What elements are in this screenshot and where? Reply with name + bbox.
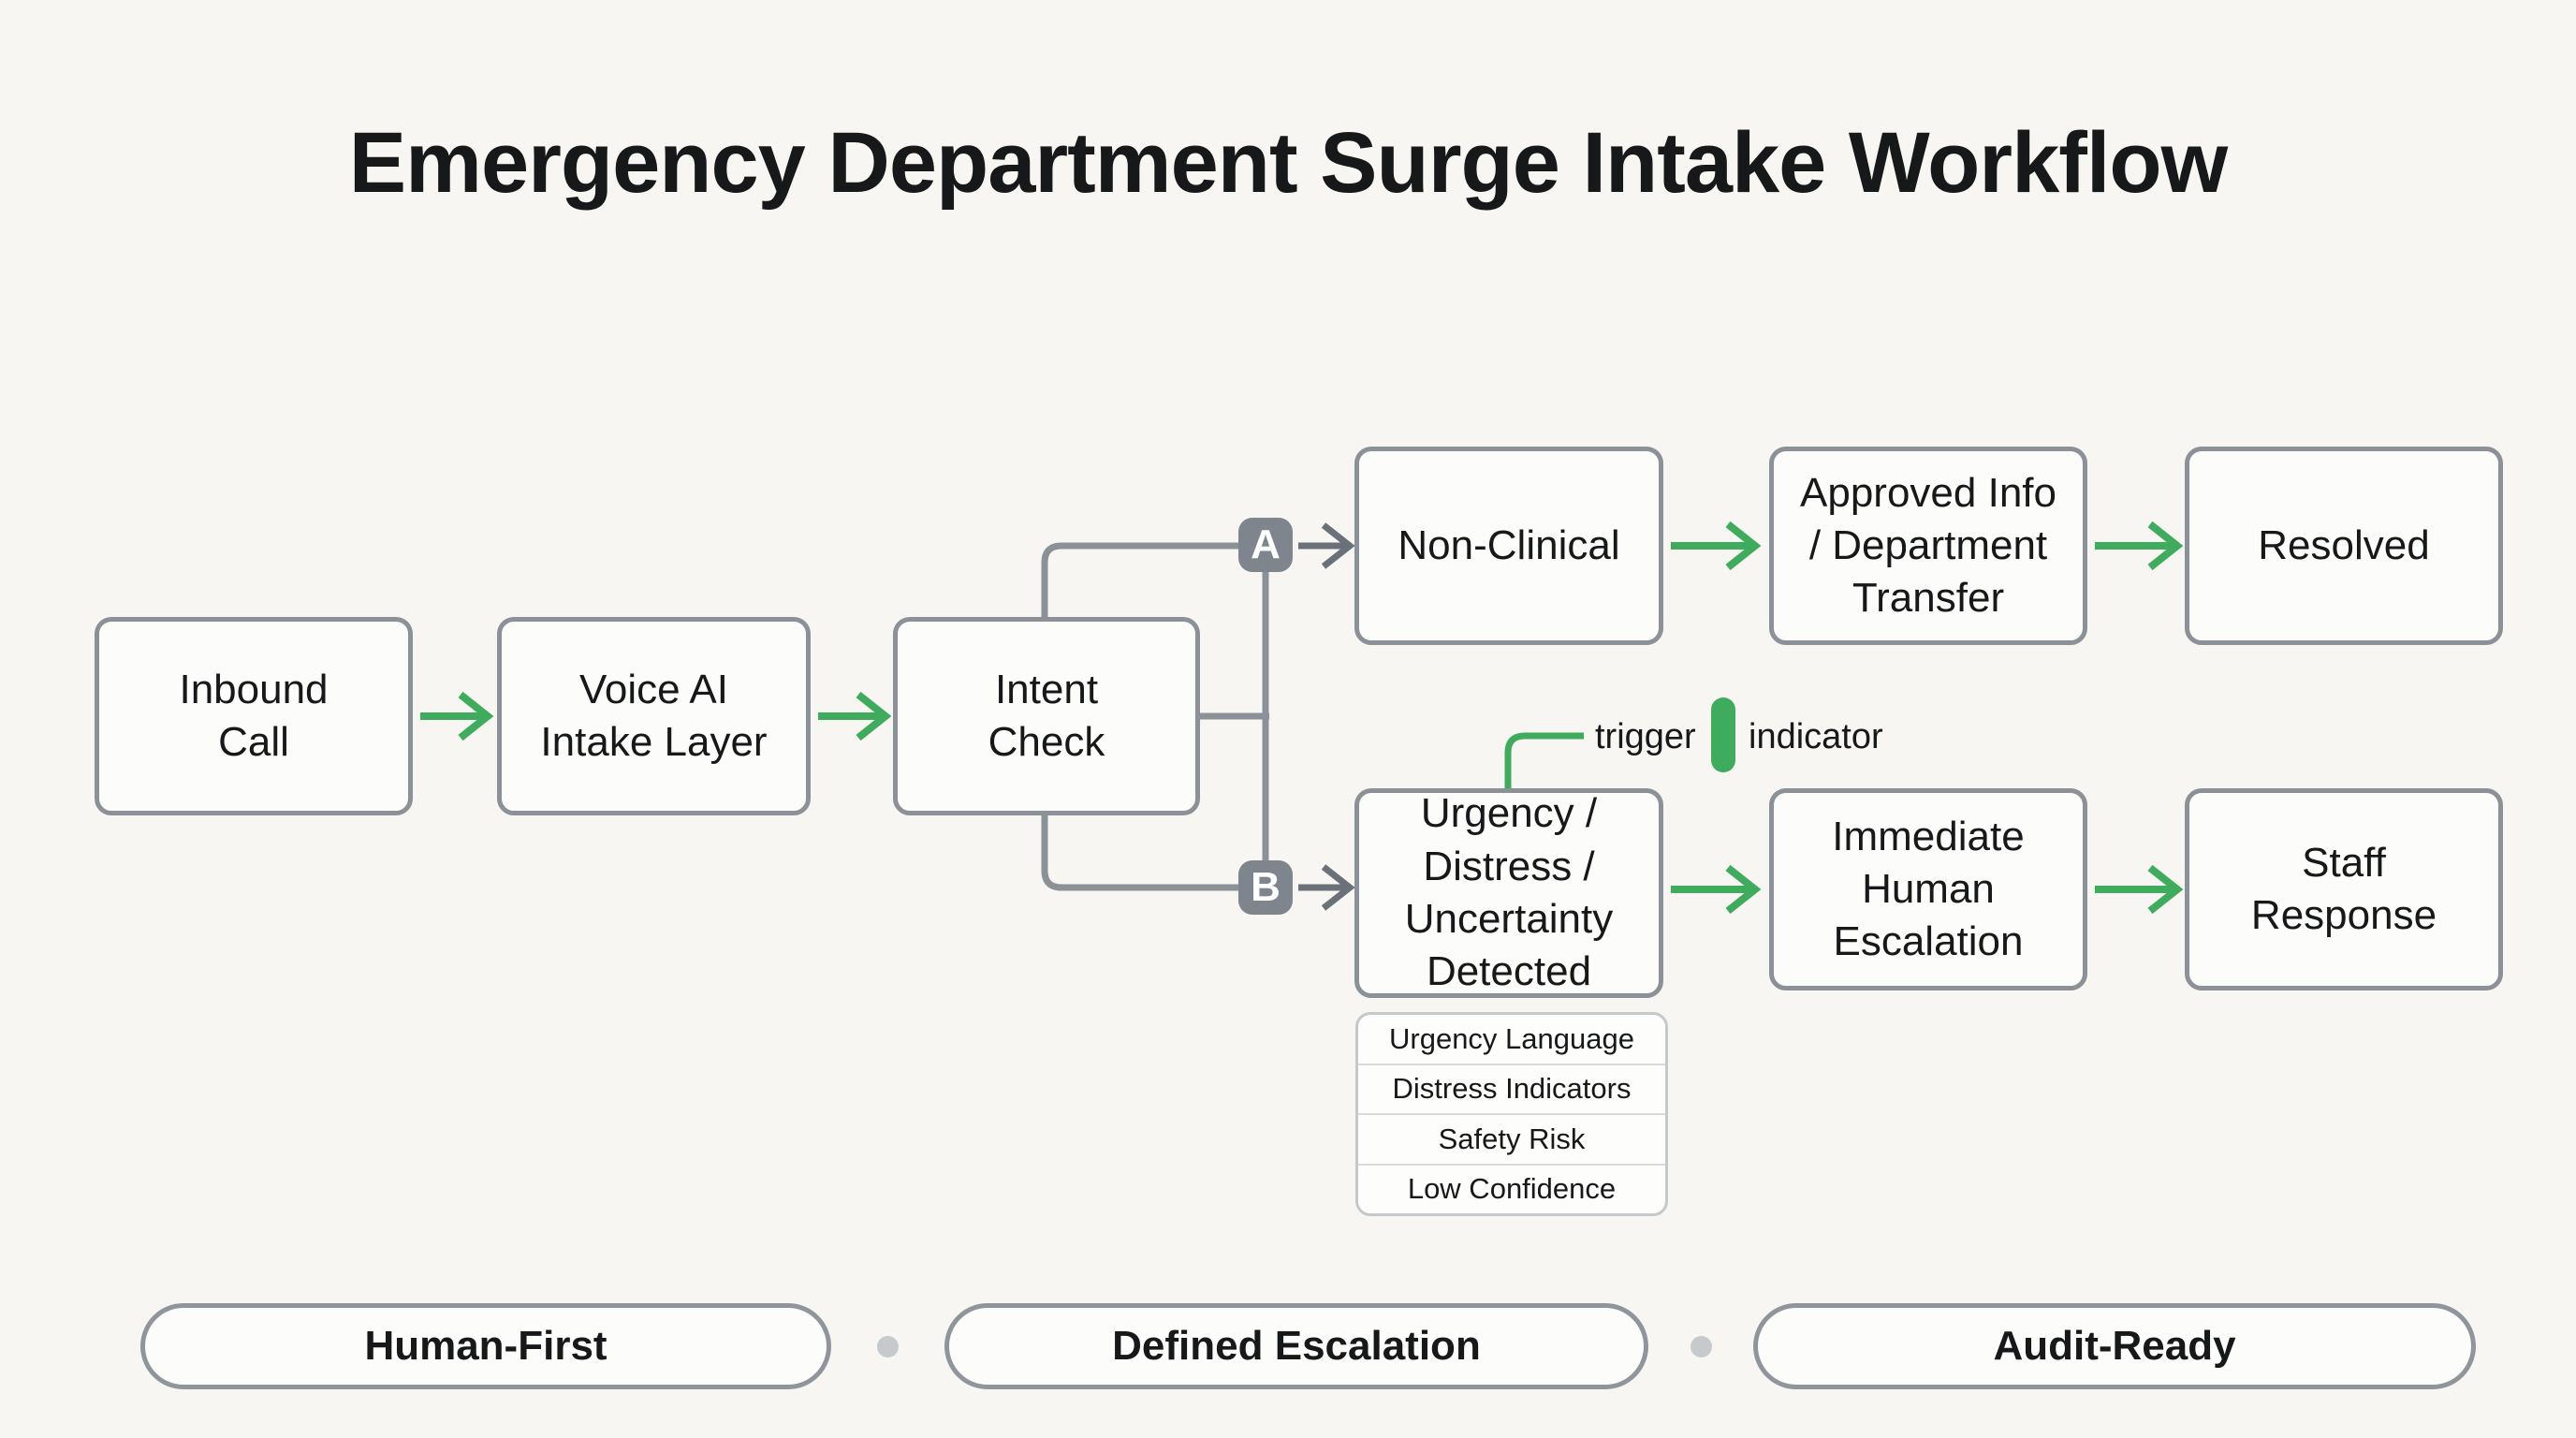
branch-b-badge: B: [1238, 860, 1293, 915]
footer-pill-defined-escalation: Defined Escalation: [944, 1303, 1648, 1389]
node-resolved-label: Resolved: [2258, 521, 2430, 568]
indicator-label: indicator: [1749, 717, 1883, 756]
branch-connectors: [1041, 542, 1269, 891]
arrow-approved-to-resolved-icon: [2095, 521, 2184, 571]
node-resolved: Resolved: [2185, 447, 2503, 645]
node-non-clinical-label: Non-Clinical: [1398, 521, 1620, 568]
trigger-list-item: Distress Indicators: [1358, 1065, 1665, 1115]
trigger-list-item: Low Confidence: [1407, 1172, 1617, 1206]
node-voice-ai-intake: Voice AI Intake Layer: [497, 617, 811, 815]
node-voice-ai-intake-label: Voice AI Intake Layer: [540, 666, 768, 765]
trigger-callout-line: [1504, 732, 1584, 788]
arrow-inbound-to-voice-icon: [420, 691, 494, 741]
arrow-urgency-to-escalation-icon: [1671, 864, 1762, 915]
node-staff-response-label: Staff Response: [2250, 839, 2437, 938]
branch-b-line: [1041, 814, 1240, 891]
arrow-a-to-nonclinical-icon: [1298, 522, 1355, 569]
indicator-pill-icon: [1711, 697, 1735, 772]
green-arrows: [420, 521, 2184, 915]
branch-a-badge: A: [1238, 518, 1293, 572]
arrow-nonclinical-to-approved-icon: [1671, 521, 1762, 571]
footer-pill-audit-ready: Audit-Ready: [1753, 1303, 2476, 1389]
node-staff-response: Staff Response: [2185, 788, 2503, 990]
node-inbound-call-label: Inbound Call: [179, 666, 329, 765]
node-approved-info-label: Approved Info / Department Transfer: [1800, 469, 2056, 622]
gray-arrows: [1298, 522, 1355, 911]
node-immediate-escalation-label: Immediate Human Escalation: [1832, 813, 2025, 965]
node-urgency-detected-label: Urgency / Distress / Uncertainty Detecte…: [1404, 790, 1614, 995]
node-intent-check: Intent Check: [893, 617, 1200, 815]
trigger-label: trigger: [1595, 717, 1696, 756]
branch-a-line: [1041, 542, 1240, 619]
trigger-list-item: Safety Risk: [1358, 1115, 1665, 1166]
footer-separator-dot-icon: [877, 1336, 899, 1357]
node-intent-check-label: Intent Check: [988, 666, 1105, 765]
node-approved-info: Approved Info / Department Transfer: [1769, 447, 2087, 645]
node-non-clinical: Non-Clinical: [1354, 447, 1663, 645]
footer-separator-dot-icon: [1690, 1336, 1712, 1357]
page-title: Emergency Department Surge Intake Workfl…: [348, 115, 2228, 211]
arrow-escalation-to-staff-icon: [2095, 864, 2184, 915]
trigger-list-item: Urgency Language: [1358, 1015, 1665, 1065]
node-urgency-detected: Urgency / Distress / Uncertainty Detecte…: [1354, 788, 1663, 998]
footer-pill-human-first: Human-First: [140, 1303, 831, 1389]
node-immediate-escalation: Immediate Human Escalation: [1769, 788, 2087, 990]
node-inbound-call: Inbound Call: [95, 617, 413, 815]
arrow-b-to-urgency-icon: [1298, 864, 1355, 911]
escalation-trigger-list: Urgency Language Distress Indicators Saf…: [1355, 1012, 1668, 1216]
arrow-voice-to-intent-icon: [818, 691, 892, 741]
